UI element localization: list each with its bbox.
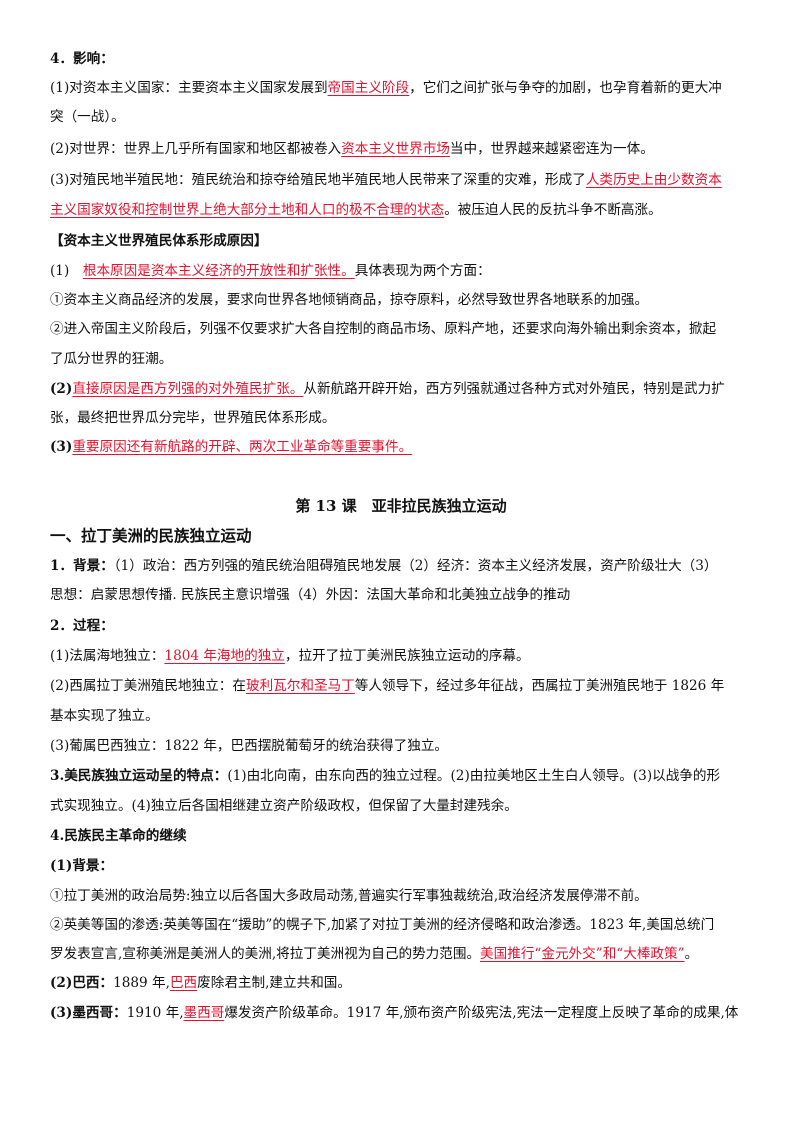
text: (1)法属海地独立： <box>50 648 165 664</box>
text: 【资本主义世界殖民体系形成原因】 <box>50 233 268 249</box>
paragraph: (3)对殖民地半殖民地：殖民统治和掠夺给殖民地半殖民地人民带来了深重的灾难，形成… <box>50 171 752 189</box>
highlight-text: 美国推行“金元外交”和“大棒政策” <box>480 946 685 962</box>
text: （1）政治：西方列强的殖民统治阻碍殖民地发展（2）经济：资本主义经济发展，资产阶… <box>113 558 718 574</box>
paragraph: (3)重要原因还有新航路的开辟、两次工业革命等重要事件。 <box>50 438 752 456</box>
text: (3)葡属巴西独立：1822 年，巴西摆脱葡萄牙的统治获得了独立。 <box>50 738 449 754</box>
text: ①拉丁美洲的政治局势:独立以后各国大多政局动荡,普遍实行军事独裁统治,政治经济发… <box>50 888 648 904</box>
text: (2)巴西： <box>50 975 114 991</box>
lesson-title: 第 13 课 亚非拉民族独立运动 <box>50 497 752 515</box>
highlight-text: 资本主义世界市场 <box>341 141 450 157</box>
text: 。 <box>684 946 699 962</box>
text: (3)对殖民地半殖民地：殖民统治和掠夺给殖民地半殖民地人民带来了深重的灾难，形成… <box>50 172 586 188</box>
paragraph: (2)直接原因是西方列强的对外殖民扩张。从新航路开辟开始，西方列强就通过各种方式… <box>50 380 752 398</box>
section-title: 一、拉丁美洲的民族独立运动 <box>50 527 752 545</box>
highlight-text: 巴西 <box>169 975 198 991</box>
paragraph: (2)巴西：1889 年,巴西废除君主制,建立共和国。 <box>50 974 752 992</box>
text: ②进入帝国主义阶段后，列强不仅要求扩大各自控制的商品市场、原料产地，还要求向海外… <box>50 321 717 337</box>
text: 了瓜分世界的狂潮。 <box>50 351 173 367</box>
text: 4．影响： <box>50 51 114 67</box>
text: (1) <box>50 263 83 279</box>
paragraph: 突（一战）。 <box>50 108 752 126</box>
text: 张，最终把世界瓜分完毕，世界殖民体系形成。 <box>50 410 336 426</box>
paragraph: (2)对世界：世界上几乎所有国家和地区都被卷入资本主义世界市场当中，世界越来越紧… <box>50 140 752 158</box>
paragraph: 罗发表宣言,宣称美洲是美洲人的美洲,将拉丁美洲视为自己的势力范围。美国推行“金元… <box>50 945 752 963</box>
text: (2) <box>50 381 73 397</box>
heading-impact: 4．影响： <box>50 50 752 68</box>
text: (1)背景： <box>50 858 114 874</box>
text: (3)墨西哥： <box>50 1005 127 1021</box>
highlight-text: 直接原因是西方列强的对外殖民扩张。 <box>72 381 304 397</box>
text: 突（一战）。 <box>50 109 125 125</box>
text: 第 13 课 亚非拉民族独立运动 <box>295 497 507 515</box>
text: (1)由北向南，由东向西的独立过程。(2)由拉美地区土生白人领导。(3)以战争的… <box>227 768 721 784</box>
text: ，它们之间扩张与争夺的加剧，也孕育着新的更大冲 <box>409 80 722 96</box>
text: 废除君主制,建立共和国。 <box>197 975 351 991</box>
text: ②英美等国的渗透:英美等国在“援助”的幌子下,加紧了对拉丁美洲的经济侵略和政治渗… <box>50 917 715 933</box>
text: 1910 年, <box>126 1005 184 1021</box>
paragraph: 3.美民族独立运动呈的特点：(1)由北向南，由东向西的独立过程。(2)由拉美地区… <box>50 767 752 785</box>
heading-causes: 【资本主义世界殖民体系形成原因】 <box>50 232 752 250</box>
paragraph: ②英美等国的渗透:英美等国在“援助”的幌子下,加紧了对拉丁美洲的经济侵略和政治渗… <box>50 916 752 934</box>
highlight-text: 根本原因是资本主义经济的开放性和扩张性。 <box>82 263 355 279</box>
heading-process: 2．过程： <box>50 617 752 635</box>
text: 一、拉丁美洲的民族独立运动 <box>50 526 252 545</box>
paragraph: 张，最终把世界瓜分完毕，世界殖民体系形成。 <box>50 409 752 427</box>
text: (2)对世界：世界上几乎所有国家和地区都被卷入 <box>50 141 342 157</box>
text: (2)西属拉丁美洲殖民地独立：在 <box>50 678 246 694</box>
paragraph: (1)对资本主义国家：主要资本主义国家发展到帝国主义阶段，它们之间扩张与争夺的加… <box>50 79 752 97</box>
highlight-text: 玻利瓦尔和圣马丁 <box>245 678 355 694</box>
text: 具体表现为两个方面： <box>354 263 491 279</box>
paragraph: ①拉丁美洲的政治局势:独立以后各国大多政局动荡,普遍实行军事独裁统治,政治经济发… <box>50 887 752 905</box>
text: (1)对资本主义国家：主要资本主义国家发展到 <box>50 80 328 96</box>
text: 基本实现了独立。 <box>50 708 159 724</box>
text: ①资本主义商品经济的发展，要求向世界各地倾销商品，掠夺原料，必然导致世界各地联系… <box>50 292 649 308</box>
text: 3.美民族独立运动呈的特点： <box>50 768 228 784</box>
paragraph: 基本实现了独立。 <box>50 707 752 725</box>
text: 。被压迫人民的反抗斗争不断高涨。 <box>444 202 662 218</box>
heading-background: (1)背景： <box>50 857 752 875</box>
paragraph: (1) 根本原因是资本主义经济的开放性和扩张性。具体表现为两个方面： <box>50 262 752 280</box>
text: 从新航路开辟开始，西方列强就通过各种方式对外殖民，特别是武力扩 <box>303 381 725 397</box>
paragraph: (3)葡属巴西独立：1822 年，巴西摆脱葡萄牙的统治获得了独立。 <box>50 737 752 755</box>
paragraph: 式实现独立。(4)独立后各国相继建立资产阶级政权，但保留了大量封建残余。 <box>50 797 752 815</box>
text: 爆发资产阶级革命。1917 年,颁布资产阶级宪法,宪法一定程度上反映了革命的成果… <box>224 1005 739 1021</box>
paragraph: (1)法属海地独立：1804 年海地的独立，拉开了拉丁美洲民族独立运动的序幕。 <box>50 647 752 665</box>
text: 罗发表宣言,宣称美洲是美洲人的美洲,将拉丁美洲视为自己的势力范围。 <box>50 946 481 962</box>
text: 等人领导下，经过多年征战，西属拉丁美洲殖民地于 1826 年 <box>354 678 725 694</box>
text: 4.民族民主革命的继续 <box>50 828 187 844</box>
paragraph: 了瓜分世界的狂潮。 <box>50 350 752 368</box>
paragraph: (2)西属拉丁美洲殖民地独立：在玻利瓦尔和圣马丁等人领导下，经过多年征战，西属拉… <box>50 677 752 695</box>
highlight-text: 帝国主义阶段 <box>327 80 410 96</box>
highlight-text: 人类历史上由少数资本 <box>585 172 722 188</box>
paragraph: ②进入帝国主义阶段后，列强不仅要求扩大各自控制的商品市场、原料产地，还要求向海外… <box>50 320 752 338</box>
heading-continuation: 4.民族民主革命的继续 <box>50 827 752 845</box>
highlight-text: 墨西哥 <box>183 1005 225 1021</box>
text: 当中，世界越来越紧密连为一体。 <box>449 141 654 157</box>
paragraph: 思想：启蒙思想传播. 民族民主意识增强（4）外因：法国大革命和北美独立战争的推动 <box>50 586 752 604</box>
text: (3) <box>50 439 73 455</box>
text: 思想：启蒙思想传播. 民族民主意识增强（4）外因：法国大革命和北美独立战争的推动 <box>50 587 571 603</box>
highlight-text: 主义国家奴役和控制世界上绝大部分土地和人口的极不合理的状态 <box>50 202 445 218</box>
highlight-text: 1804 年海地的独立 <box>164 648 285 664</box>
text: ，拉开了拉丁美洲民族独立运动的序幕。 <box>284 648 530 664</box>
text: 1889 年, <box>113 975 170 991</box>
paragraph: 主义国家奴役和控制世界上绝大部分土地和人口的极不合理的状态。被压迫人民的反抗斗争… <box>50 201 752 219</box>
text: 1．背景： <box>50 558 114 574</box>
highlight-text: 重要原因还有新航路的开辟、两次工业革命等重要事件。 <box>72 439 413 455</box>
paragraph: (3)墨西哥：1910 年,墨西哥爆发资产阶级革命。1917 年,颁布资产阶级宪… <box>50 1004 752 1022</box>
paragraph: ①资本主义商品经济的发展，要求向世界各地倾销商品，掠夺原料，必然导致世界各地联系… <box>50 291 752 309</box>
paragraph: 1．背景：（1）政治：西方列强的殖民统治阻碍殖民地发展（2）经济：资本主义经济发… <box>50 557 752 575</box>
text: 式实现独立。(4)独立后各国相继建立资产阶级政权，但保留了大量封建残余。 <box>50 798 518 814</box>
text: 2．过程： <box>50 618 114 634</box>
